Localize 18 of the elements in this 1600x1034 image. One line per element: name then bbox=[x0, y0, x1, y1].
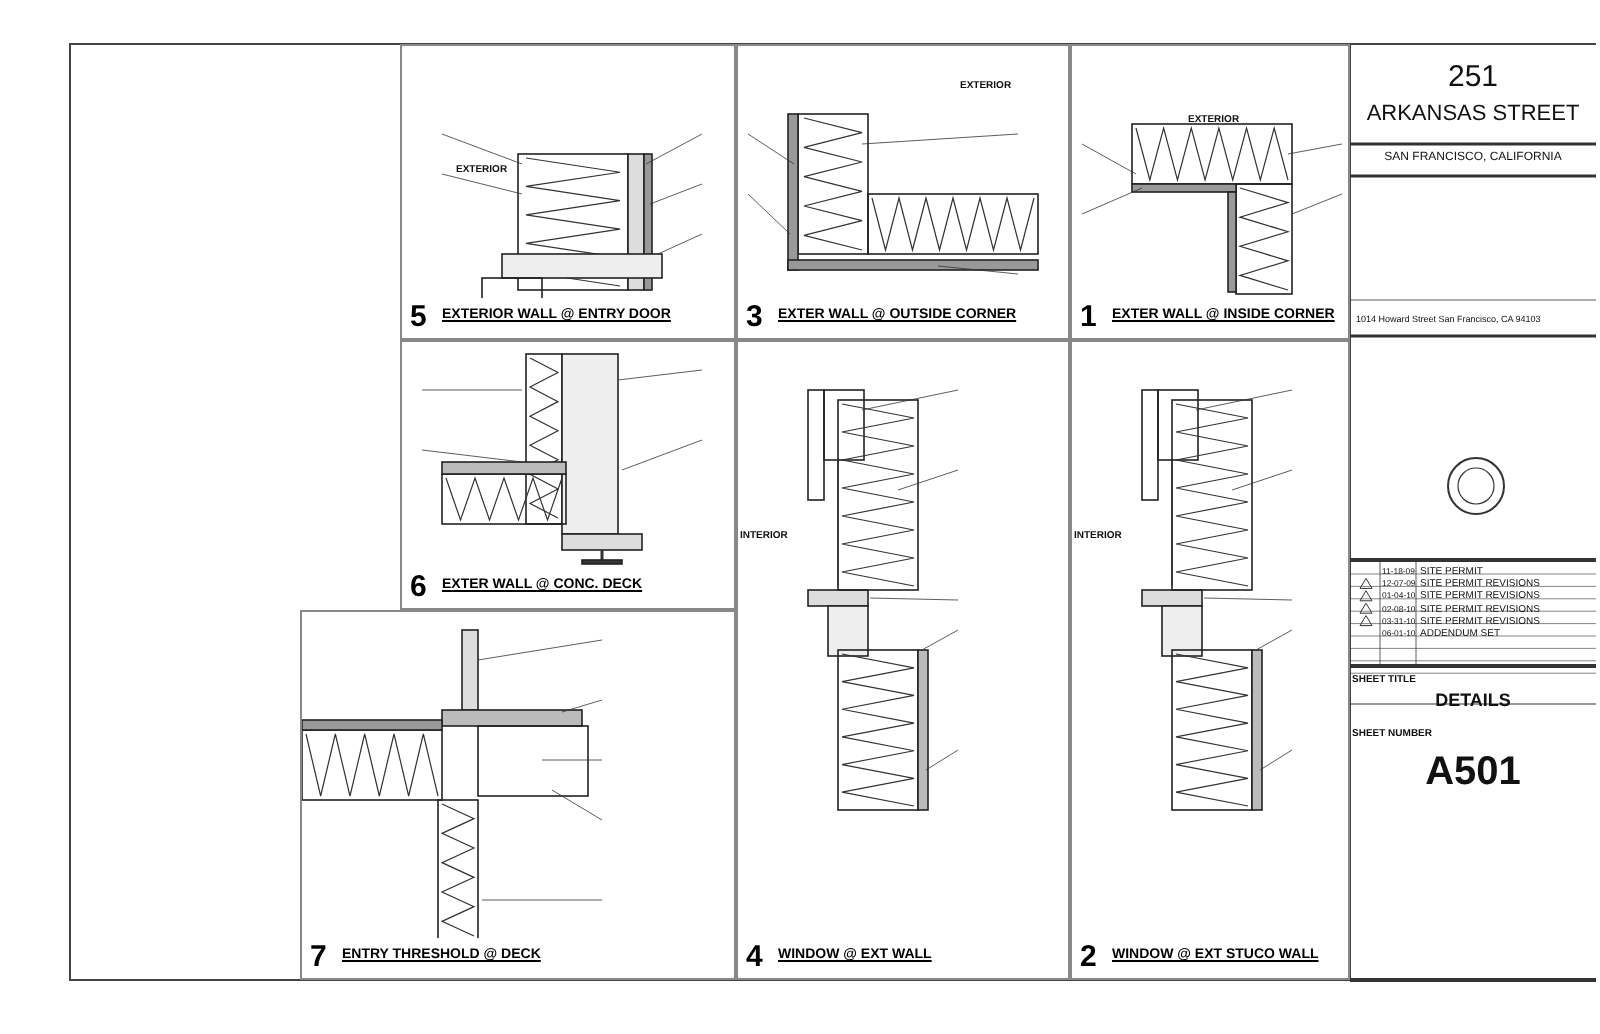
detail-panel bbox=[400, 340, 736, 610]
detail-number: 1 bbox=[1080, 302, 1097, 332]
detail-panel bbox=[736, 340, 1070, 980]
detail-number: 6 bbox=[410, 572, 427, 602]
detail-number: 5 bbox=[410, 302, 427, 332]
detail-panel bbox=[1070, 44, 1350, 340]
sheet-title: DETAILS bbox=[1433, 690, 1513, 710]
project-street: ARKANSAS STREET bbox=[1364, 102, 1582, 126]
detail-number: 3 bbox=[746, 302, 763, 332]
project-number: 251 bbox=[1445, 60, 1501, 94]
detail-number: 4 bbox=[746, 942, 763, 972]
detail-panel bbox=[736, 44, 1070, 340]
detail-panel bbox=[400, 44, 736, 340]
sheet-number: A501 bbox=[1423, 750, 1523, 796]
detail-panel bbox=[1070, 340, 1350, 980]
detail-number: 7 bbox=[310, 942, 327, 972]
detail-panel bbox=[300, 610, 736, 980]
detail-number: 2 bbox=[1080, 942, 1097, 972]
